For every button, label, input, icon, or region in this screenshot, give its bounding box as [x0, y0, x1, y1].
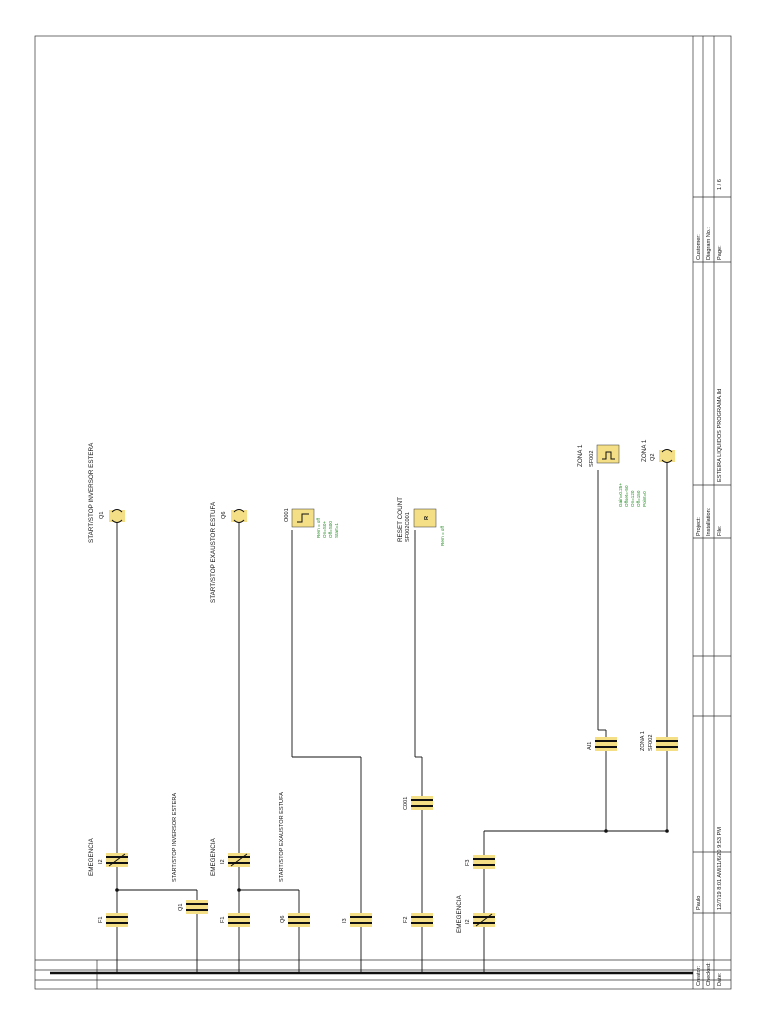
contact-q6[interactable]: Q6	[280, 913, 310, 927]
counter-param-1: Rem = off	[440, 525, 445, 546]
contact-f1-b[interactable]: F1	[220, 913, 250, 927]
o001-param-1: Rem = off	[316, 517, 321, 538]
svg-text:I3: I3	[342, 918, 348, 923]
sf002-param-3: On=120	[630, 490, 635, 507]
sf002-param-2: Offset=-50	[624, 485, 629, 507]
contact-nc-i2-b[interactable]: I2 EMEGENCIA	[210, 837, 250, 876]
counter-tag: SF002C001	[405, 512, 411, 542]
svg-text:F1: F1	[220, 916, 226, 923]
contact-ai1[interactable]: AI1	[587, 737, 617, 751]
coil-q1-title: START/STOP INVERSOR ESTERA	[88, 442, 95, 543]
block-counter[interactable]: R RESET COUNT SF002C001 Rem = off	[397, 497, 445, 546]
creator-value: Paulo	[696, 896, 702, 910]
creator-label: Creator:	[696, 965, 702, 986]
diagram-no-label: Diagram No.:	[706, 227, 712, 260]
o001-param-4: Start=1	[334, 523, 339, 538]
emergencia-label-2: EMEGENCIA	[210, 837, 217, 876]
sf002-title: ZONA 1	[577, 444, 584, 467]
zona1-contact-label: ZONA 1	[640, 731, 646, 751]
customer-label: Customer:	[696, 234, 702, 260]
svg-text:AI1: AI1	[587, 742, 593, 750]
contact-q1[interactable]: Q1	[178, 900, 208, 914]
file-value: ESTEIRA LIQUIDOS PROGRAMA.lld	[717, 389, 723, 482]
coil-q2-title: ZONA 1	[641, 439, 648, 462]
counter-title: RESET COUNT	[397, 497, 404, 542]
page-label: Page:	[717, 245, 723, 260]
sf002-param-5: Point=0	[642, 491, 647, 507]
contact-i3[interactable]: I3	[342, 913, 372, 927]
start-inversor-comment: START/STOP INVERSOR ESTERA	[172, 793, 178, 882]
start-exaustor-comment: START/STOP EXAUSTOR ESTUFA	[279, 792, 285, 882]
block-o001[interactable]: O001 Rem = off On=S0+ Off=S00 Start=1	[284, 508, 339, 538]
coil-q2[interactable]: Q2 ZONA 1	[641, 439, 675, 468]
coil-q6[interactable]: Q6 START/STOP EXAUSTOR ESTUFA	[210, 501, 247, 603]
svg-text:I2: I2	[465, 919, 471, 924]
svg-text:SF002: SF002	[648, 735, 654, 751]
block-sf002[interactable]: ZONA 1 SF002 Gain=0.25+ Offset=-50 On=12…	[577, 444, 647, 507]
o001-param-3: Off=S00	[328, 521, 333, 538]
page-value: 1 / 6	[717, 179, 723, 190]
svg-text:I2: I2	[220, 859, 226, 864]
svg-text:I2: I2	[98, 859, 104, 864]
wiring	[115, 468, 669, 973]
svg-text:Q6: Q6	[280, 916, 286, 923]
installation-label: Installation:	[706, 507, 712, 536]
sheet-border	[34, 35, 732, 990]
contact-nc-i2-c[interactable]: I2 EMEGENCIA	[456, 894, 495, 933]
contact-c001[interactable]: C001	[403, 796, 433, 810]
svg-text:O001: O001	[284, 508, 290, 522]
contact-f1-a[interactable]: F1	[98, 913, 128, 927]
sf002-param-4: Off=150	[636, 490, 641, 507]
date-label: Date:	[717, 972, 723, 986]
title-block: Creator: Checked: Date: Paulo 12/7/19 8:…	[35, 36, 731, 989]
file-label: File:	[717, 525, 723, 536]
svg-text:Q6: Q6	[221, 512, 227, 519]
coil-q6-title: START/STOP EXAUSTOR ESTUFA	[210, 501, 217, 603]
svg-text:Q1: Q1	[99, 512, 105, 519]
svg-text:F1: F1	[98, 916, 104, 923]
emergencia-label-1: EMEGENCIA	[88, 837, 95, 876]
project-label: Project:	[696, 517, 702, 536]
svg-text:C001: C001	[403, 797, 409, 810]
contact-f2[interactable]: F2	[403, 913, 433, 927]
coil-q1[interactable]: Q1 START/STOP INVERSOR ESTERA	[88, 442, 125, 543]
contact-sf002[interactable]: SF002 ZONA 1	[640, 731, 678, 751]
emergencia-label-3: EMEGENCIA	[456, 894, 463, 933]
contact-f3[interactable]: F3	[465, 855, 495, 869]
svg-text:R: R	[424, 516, 430, 520]
sf002-param-1: Gain=0.25+	[618, 483, 623, 507]
svg-text:F2: F2	[403, 916, 409, 923]
contact-nc-i2-a[interactable]: I2 EMEGENCIA	[88, 837, 128, 876]
svg-text:Q1: Q1	[178, 904, 184, 911]
date-value: 12/7/19 8:01 AM/11/6/20 9:53 PM	[717, 827, 723, 910]
svg-text:F3: F3	[465, 859, 471, 866]
checked-label: Checked:	[706, 962, 712, 986]
sf002-tag: SF002	[589, 451, 595, 467]
o001-param-2: On=S0+	[322, 521, 327, 538]
svg-text:Q2: Q2	[650, 454, 656, 461]
